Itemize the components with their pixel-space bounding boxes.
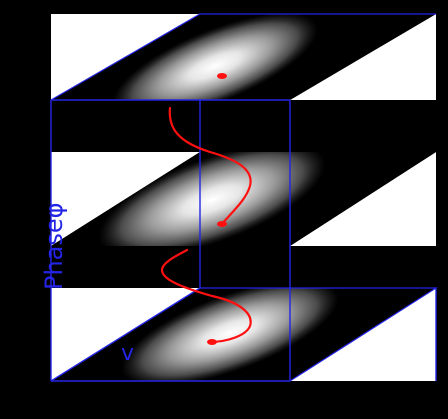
v-axis-label: v: [121, 341, 134, 366]
trajectory-points: [207, 73, 227, 345]
top-panel: [50, 13, 436, 101]
trajectory-lower-segment: [160, 248, 252, 344]
trajectory-point-middle: [217, 221, 227, 227]
trajectory-point-bottom: [207, 339, 217, 345]
middle-density-blob: [98, 152, 326, 246]
trajectory-curve: [160, 106, 252, 344]
top-panel-edge: [50, 13, 436, 101]
bottom-density-blob: [121, 288, 339, 381]
trajectory-upper-segment: [168, 106, 252, 226]
axis-box: [50, 99, 437, 382]
top-density-blob: [112, 14, 318, 100]
bottom-left-edge: [50, 287, 201, 382]
trajectory-point-top: [217, 73, 227, 79]
phase-axis-label: Phaseφ: [40, 202, 68, 290]
